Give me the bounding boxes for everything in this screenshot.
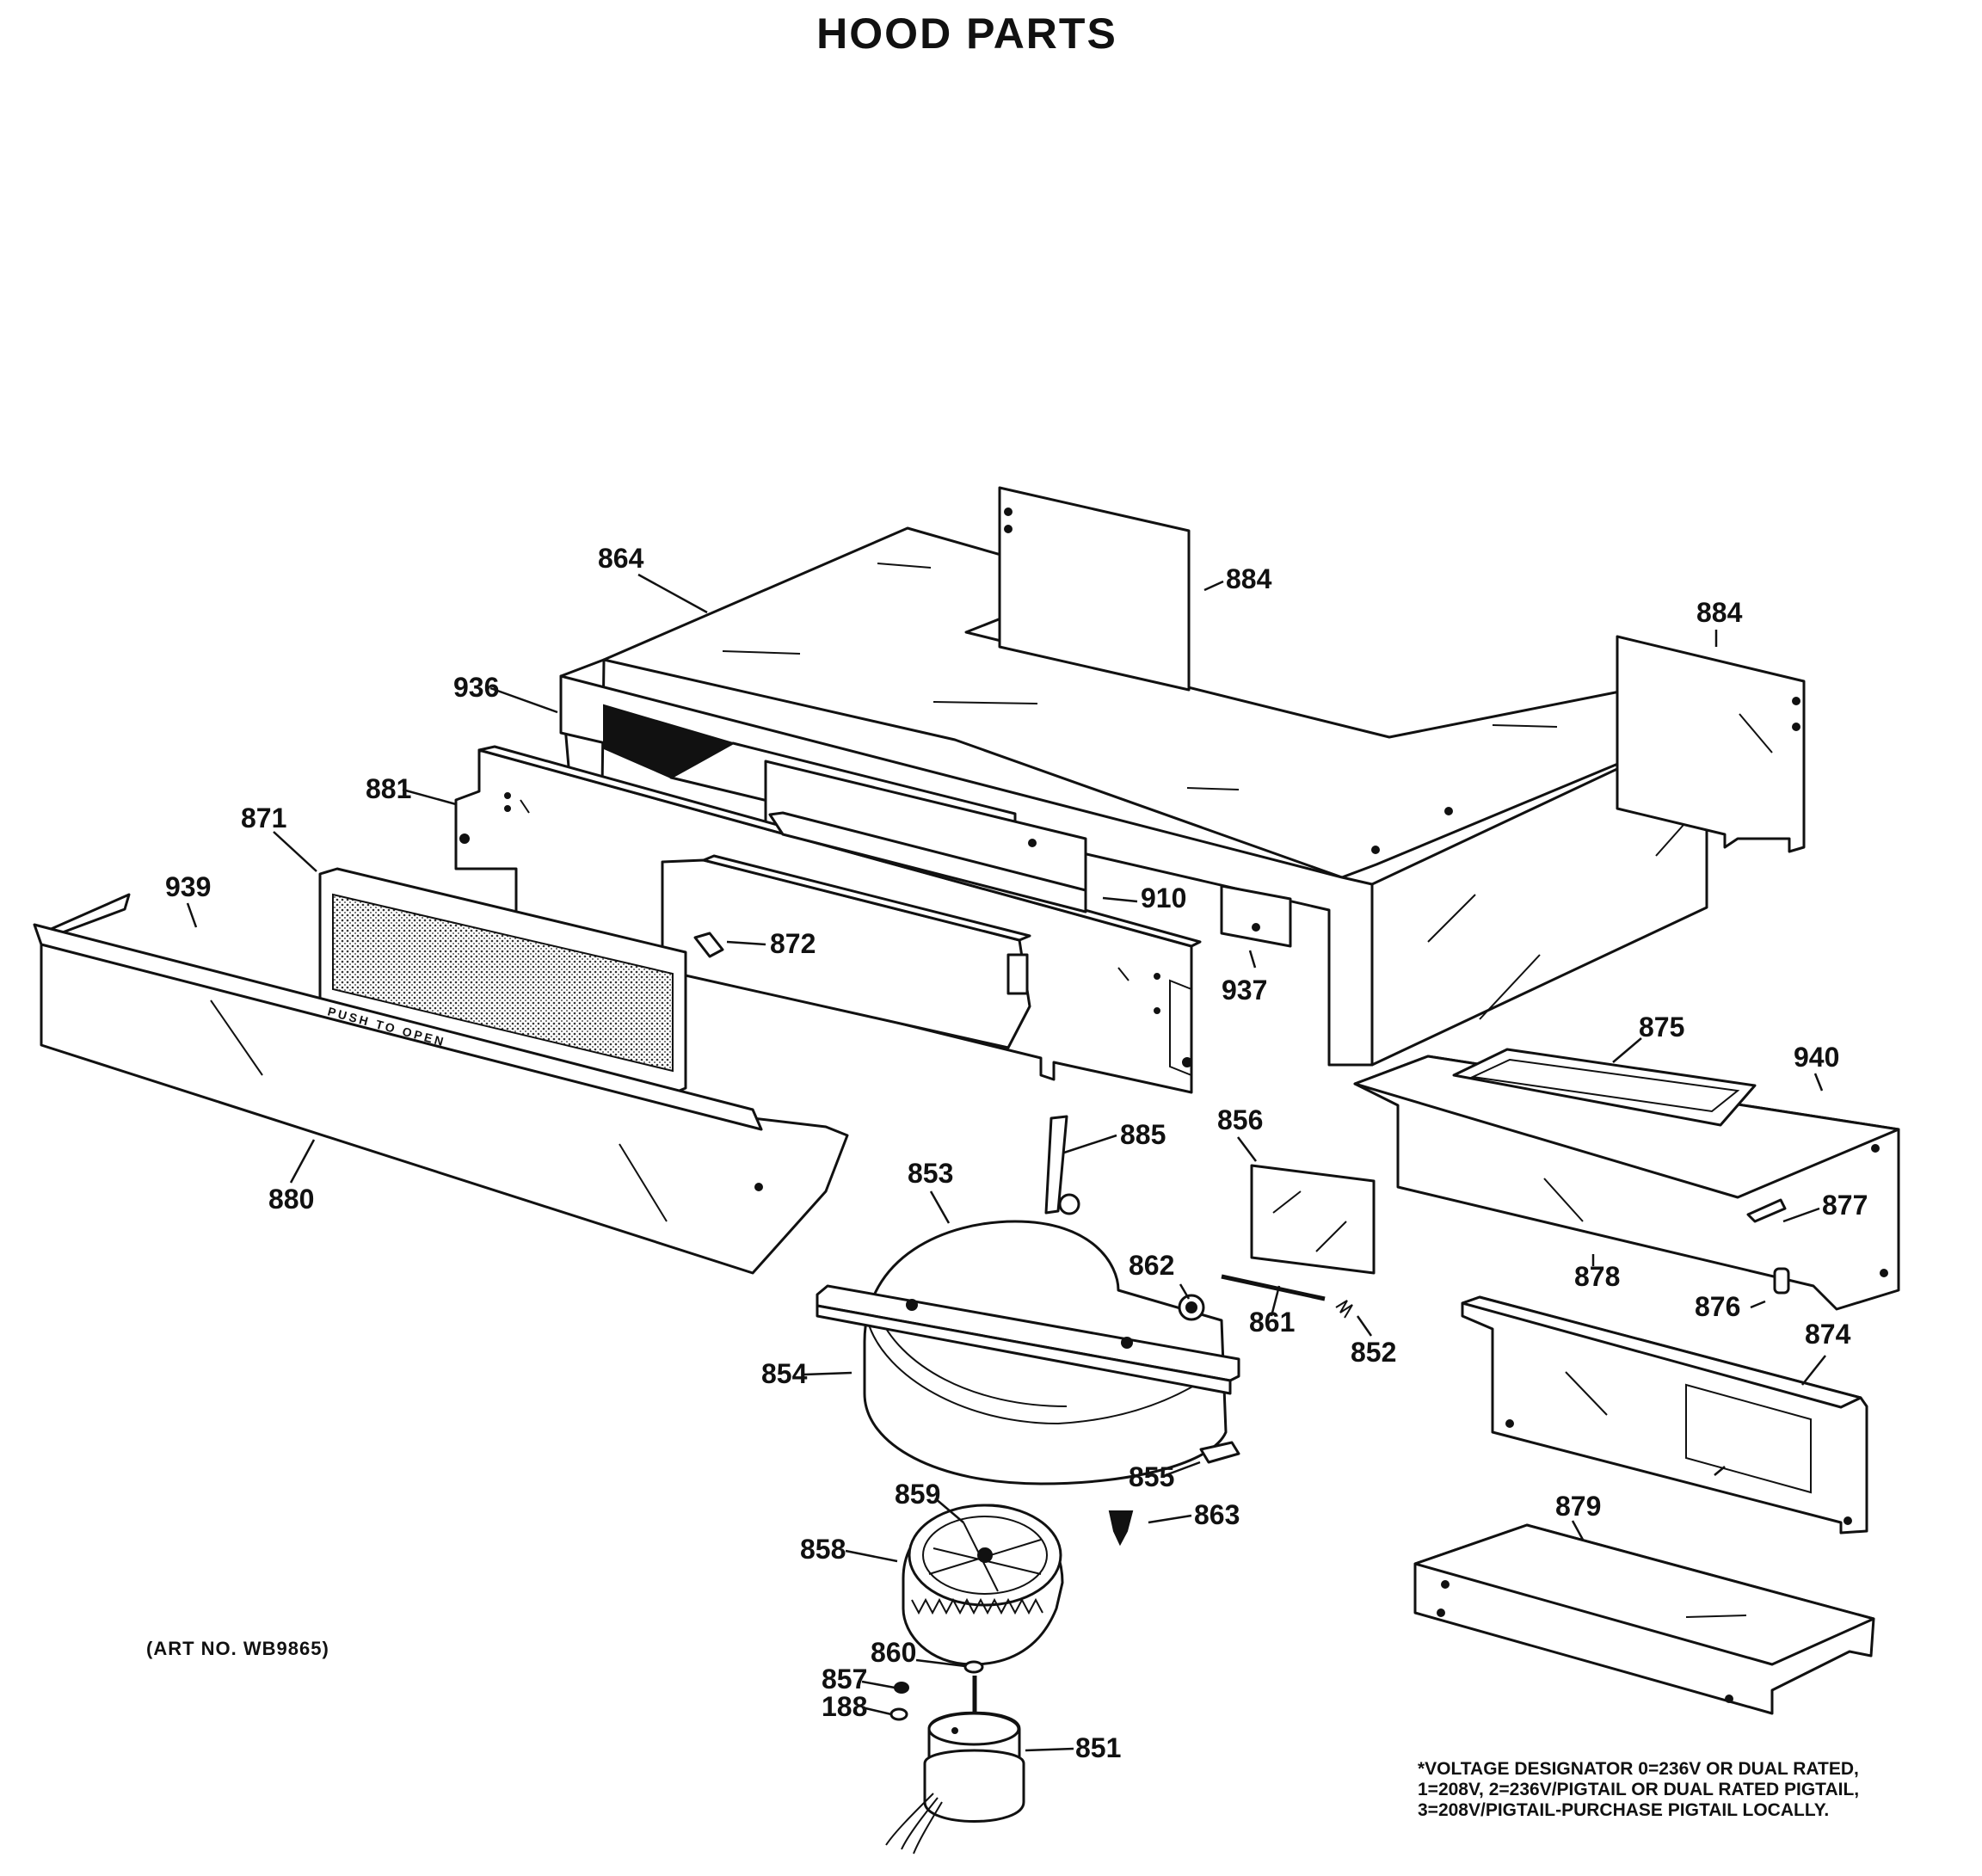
callout-862: 862 <box>1129 1250 1174 1281</box>
callout-940: 940 <box>1794 1042 1839 1073</box>
callout-872: 872 <box>770 928 816 959</box>
part-940-duct-assembly <box>1353 1048 1900 1311</box>
callout-879: 879 <box>1555 1491 1601 1522</box>
callout-939: 939 <box>165 871 211 902</box>
callout-854: 854 <box>761 1358 808 1389</box>
callout-884-right: 884 <box>1696 597 1743 628</box>
part-884-panel-upper <box>998 486 1191 692</box>
part-871-grease-filter <box>318 867 687 1096</box>
callout-855: 855 <box>1129 1461 1174 1492</box>
part-874-damper-plate <box>1461 1295 1868 1535</box>
part-880-front-panel: PUSH TO OPEN <box>33 893 849 1275</box>
part-937-bracket <box>1220 884 1292 948</box>
callout-856: 856 <box>1217 1104 1263 1135</box>
part-855-bracket <box>1199 1441 1240 1464</box>
callout-858: 858 <box>800 1534 846 1565</box>
callout-881: 881 <box>366 773 411 804</box>
part-858-blower-wheel <box>902 1504 1064 1666</box>
callout-188: 188 <box>822 1691 867 1722</box>
callout-860: 860 <box>871 1637 916 1668</box>
callout-871: 871 <box>241 803 286 833</box>
part-860-clip <box>963 1660 984 1674</box>
callout-885: 885 <box>1120 1119 1166 1150</box>
callout-863: 863 <box>1194 1499 1240 1530</box>
callout-884-upper: 884 <box>1226 563 1272 594</box>
callout-857: 857 <box>822 1664 867 1695</box>
leader-lines <box>186 573 1826 1752</box>
art-number: (ART NO. WB9865) <box>146 1638 329 1659</box>
callout-876: 876 <box>1695 1291 1740 1322</box>
part-876-screw <box>1773 1267 1790 1295</box>
part-852-spring <box>1335 1300 1353 1319</box>
callout-877: 877 <box>1822 1190 1868 1221</box>
part-854-blower-housing <box>816 1220 1240 1485</box>
part-885-latch <box>1044 1115 1080 1215</box>
callout-875: 875 <box>1639 1012 1684 1043</box>
diagram-title: HOOD PARTS <box>816 9 1117 58</box>
callout-936: 936 <box>453 672 499 703</box>
part-856-light-lens <box>1250 1164 1376 1275</box>
voltage-note: *VOLTAGE DESIGNATOR 0=236V OR DUAL RATED… <box>1418 1759 1859 1820</box>
callout-852: 852 <box>1351 1337 1396 1368</box>
part-884-panel-right <box>1616 635 1806 853</box>
part-188-nut <box>889 1707 908 1721</box>
part-857-washer <box>894 1682 909 1694</box>
part-863-grommet <box>1108 1510 1134 1547</box>
callout-864: 864 <box>598 543 644 574</box>
callout-851: 851 <box>1075 1732 1121 1763</box>
callout-853: 853 <box>908 1158 953 1189</box>
callout-874: 874 <box>1805 1319 1851 1350</box>
voltage-note-line-2: 1=208V, 2=236V/PIGTAIL OR DUAL RATED PIG… <box>1418 1780 1859 1799</box>
callout-910: 910 <box>1141 883 1186 913</box>
part-851-motor <box>885 1676 1025 1854</box>
voltage-note-line-1: *VOLTAGE DESIGNATOR 0=236V OR DUAL RATED… <box>1418 1759 1859 1779</box>
callout-880: 880 <box>268 1184 314 1215</box>
callout-859: 859 <box>895 1479 940 1510</box>
part-879-wiring-cover <box>1413 1523 1875 1715</box>
callout-861: 861 <box>1249 1307 1295 1338</box>
voltage-note-line-3: 3=208V/PIGTAIL-PURCHASE PIGTAIL LOCALLY. <box>1418 1800 1829 1820</box>
part-910-filter-track <box>768 811 1087 913</box>
callout-labels: 864 884 884 936 881 871 939 910 872 937 … <box>165 543 1868 1763</box>
callout-937: 937 <box>1222 975 1267 1006</box>
callout-878: 878 <box>1574 1261 1620 1292</box>
part-861-strip <box>1221 1274 1326 1301</box>
